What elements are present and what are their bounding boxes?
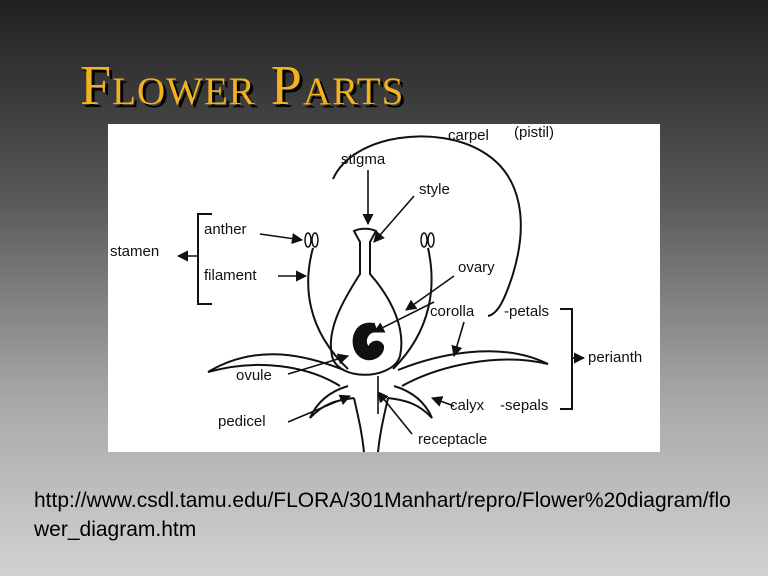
pedicel-stem: [353, 397, 389, 452]
right-petal: [397, 350, 549, 387]
right-sepal: [387, 385, 433, 419]
ovule-arrow: [372, 301, 435, 333]
label-filament: filament: [204, 267, 257, 284]
label-style: style: [419, 181, 450, 198]
style-arrow: [373, 195, 415, 243]
ovule-shape: [352, 322, 384, 361]
pistil-shape: [329, 227, 403, 376]
calyx-arrow: [430, 396, 455, 407]
label-pistil: (pistil): [514, 124, 554, 141]
label-corolla: corolla: [430, 303, 475, 320]
label-stamen: stamen: [110, 243, 159, 260]
left-anther: [311, 232, 319, 248]
label-anther: anther: [204, 221, 247, 238]
pedicel-arrow: [287, 394, 352, 423]
label-ovary: ovary: [458, 259, 495, 276]
label-calyx: calyx: [450, 397, 485, 414]
left-filament: [307, 247, 349, 370]
perianth-bracket: [560, 308, 573, 410]
left-anther: [304, 232, 312, 248]
left-petal: [207, 353, 345, 387]
label-sepals: -sepals: [500, 397, 548, 414]
label-petals: -petals: [504, 303, 549, 320]
corolla-arrow: [451, 321, 465, 358]
label-perianth: perianth: [588, 349, 642, 366]
carpel-outline: [332, 135, 522, 317]
label-pedicel: pedicel: [218, 413, 266, 430]
label-ovule: ovule: [236, 367, 272, 384]
receptacle-arrow: [377, 391, 413, 435]
source-url: http://www.csdl.tamu.edu/FLORA/301Manhar…: [34, 489, 731, 541]
slide-title: Flower Parts: [80, 55, 405, 117]
right-anther: [420, 232, 428, 248]
label-carpel: carpel: [448, 127, 489, 144]
right-anther: [427, 232, 435, 248]
label-stigma: stigma: [341, 151, 386, 168]
left-sepal: [309, 385, 355, 419]
flower-diagram: carpel (pistil) stigma style anther stam…: [108, 124, 660, 452]
anther-arrow: [259, 233, 304, 245]
stamen-bracket: [197, 213, 212, 305]
right-filament: [392, 247, 433, 370]
ovary-arrow: [405, 275, 455, 311]
ovule-label-arrow: [287, 353, 350, 375]
label-receptacle: receptacle: [418, 431, 487, 448]
